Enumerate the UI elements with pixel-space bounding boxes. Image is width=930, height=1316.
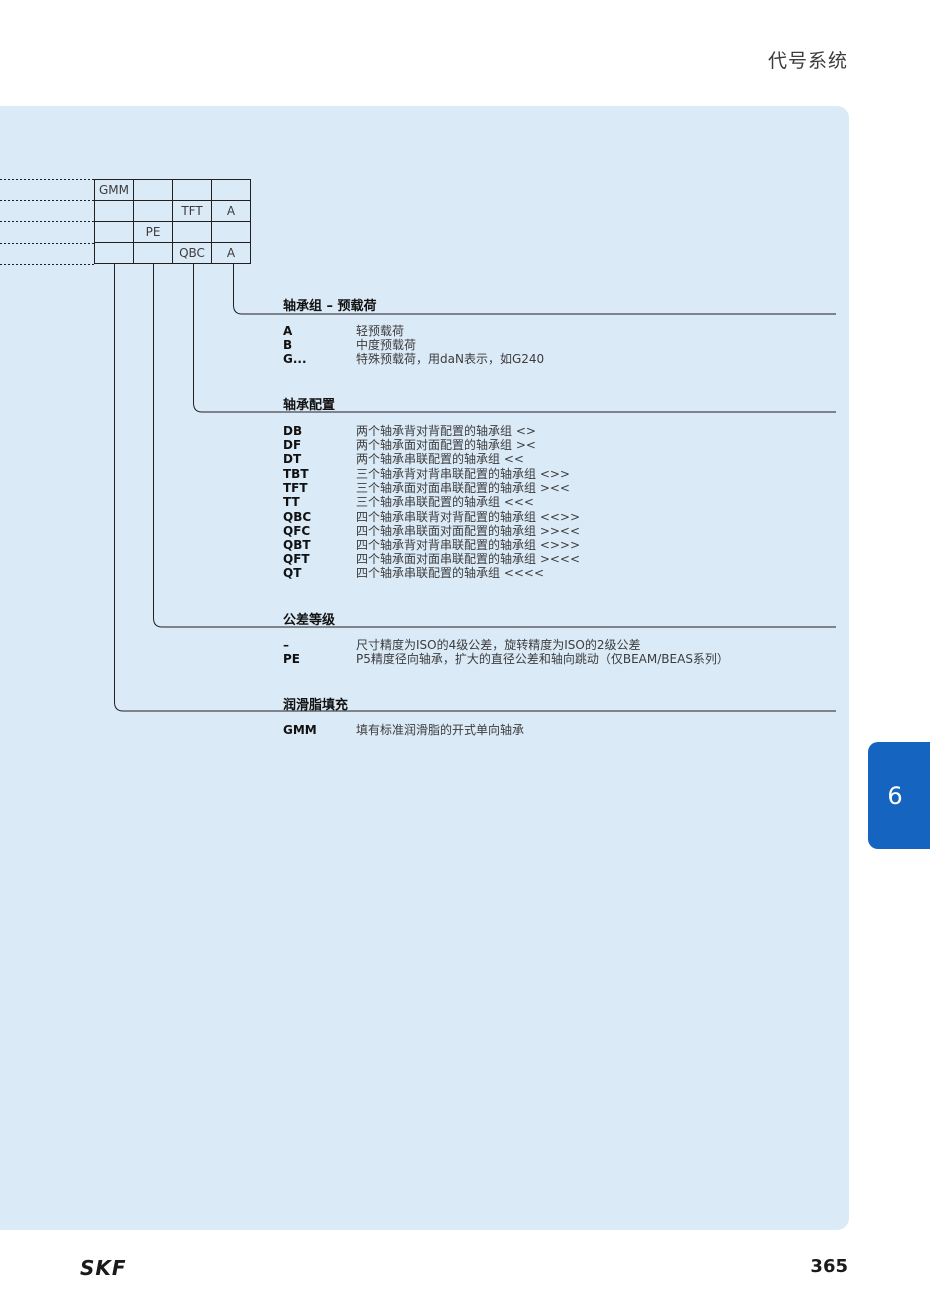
item-code: TBT xyxy=(283,467,309,481)
item-code: TFT xyxy=(283,481,308,495)
item-code: QFT xyxy=(283,552,310,566)
item-desc: 四个轴承串联背对背配置的轴承组 <<>> xyxy=(356,510,581,524)
item-desc: 两个轴承背对背配置的轴承组 <> xyxy=(356,424,536,438)
code-cell xyxy=(94,242,134,264)
item-desc: 四个轴承串联配置的轴承组 <<<< xyxy=(356,566,545,580)
code-cell xyxy=(172,221,212,243)
code-cell: QBC xyxy=(172,242,212,264)
chapter-number: 6 xyxy=(887,781,903,810)
item-desc: 三个轴承串联配置的轴承组 <<< xyxy=(356,495,534,509)
connector-arrangement xyxy=(193,264,836,413)
item-code: TT xyxy=(283,495,300,509)
item-code: QBC xyxy=(283,510,312,524)
chapter-tab[interactable]: 6 xyxy=(868,742,930,849)
item-desc: 四个轴承背对背串联配置的轴承组 <>>> xyxy=(356,538,581,552)
section-title-preload: 轴承组 – 预载荷 xyxy=(283,299,377,314)
connector-tolerance xyxy=(153,264,836,628)
item-code: G... xyxy=(283,352,307,366)
code-table: GMM TFT A PE QBC A xyxy=(94,179,251,264)
section-title-grease: 润滑脂填充 xyxy=(283,698,349,713)
code-cell: GMM xyxy=(94,179,134,201)
code-cell xyxy=(211,221,251,243)
content-panel xyxy=(0,106,849,1230)
item-desc: 特殊预载荷，用daN表示，如G240 xyxy=(356,352,545,366)
dotted-leaders xyxy=(0,179,94,265)
item-desc: 三个轴承背对背串联配置的轴承组 <>> xyxy=(356,467,570,481)
item-code: A xyxy=(283,324,293,338)
item-desc: 轻预载荷 xyxy=(356,324,405,338)
skf-logo: SKF xyxy=(80,1256,127,1280)
code-cell: A xyxy=(211,242,251,264)
item-code: GMM xyxy=(283,723,317,737)
item-code: PE xyxy=(283,652,300,666)
code-cell: A xyxy=(211,200,251,222)
item-desc: 四个轴承串联面对面配置的轴承组 >><< xyxy=(356,524,581,538)
item-code: DB xyxy=(283,424,303,438)
code-cell: TFT xyxy=(172,200,212,222)
item-code: B xyxy=(283,338,293,352)
code-table-row: PE xyxy=(94,221,251,243)
item-desc: 中度预载荷 xyxy=(356,338,417,352)
item-desc: P5精度径向轴承，扩大的直径公差和轴向跳动（仅BEAM/BEAS系列） xyxy=(356,652,729,666)
code-table-row: GMM xyxy=(94,179,251,201)
code-cell: PE xyxy=(133,221,173,243)
code-cell xyxy=(211,179,251,201)
item-desc: 尺寸精度为ISO的4级公差，旋转精度为ISO的2级公差 xyxy=(356,638,641,652)
code-cell xyxy=(94,221,134,243)
code-cell xyxy=(94,200,134,222)
code-cell xyxy=(133,242,173,264)
item-desc: 三个轴承面对面串联配置的轴承组 ><< xyxy=(356,481,570,495)
item-desc: 四个轴承面对面串联配置的轴承组 ><<< xyxy=(356,552,581,566)
item-desc: 填有标准润滑脂的开式单向轴承 xyxy=(356,723,525,737)
connector-grease xyxy=(114,264,836,712)
item-code: DF xyxy=(283,438,302,452)
page-header-title: 代号系统 xyxy=(767,50,848,72)
code-table-row: TFT A xyxy=(94,200,251,222)
item-code: QFC xyxy=(283,524,311,538)
page-number: 365 xyxy=(810,1256,848,1277)
item-code: QT xyxy=(283,566,302,580)
section-title-tolerance: 公差等级 xyxy=(283,613,336,628)
connector-preload xyxy=(233,264,836,315)
code-cell xyxy=(133,200,173,222)
item-code: DT xyxy=(283,452,302,466)
section-title-arrangement: 轴承配置 xyxy=(283,398,336,413)
item-code: – xyxy=(283,638,289,652)
code-cell xyxy=(172,179,212,201)
item-desc: 两个轴承串联配置的轴承组 << xyxy=(356,452,524,466)
item-code: QBT xyxy=(283,538,311,552)
code-cell xyxy=(133,179,173,201)
item-desc: 两个轴承面对面配置的轴承组 >< xyxy=(356,438,536,452)
code-table-row: QBC A xyxy=(94,242,251,264)
